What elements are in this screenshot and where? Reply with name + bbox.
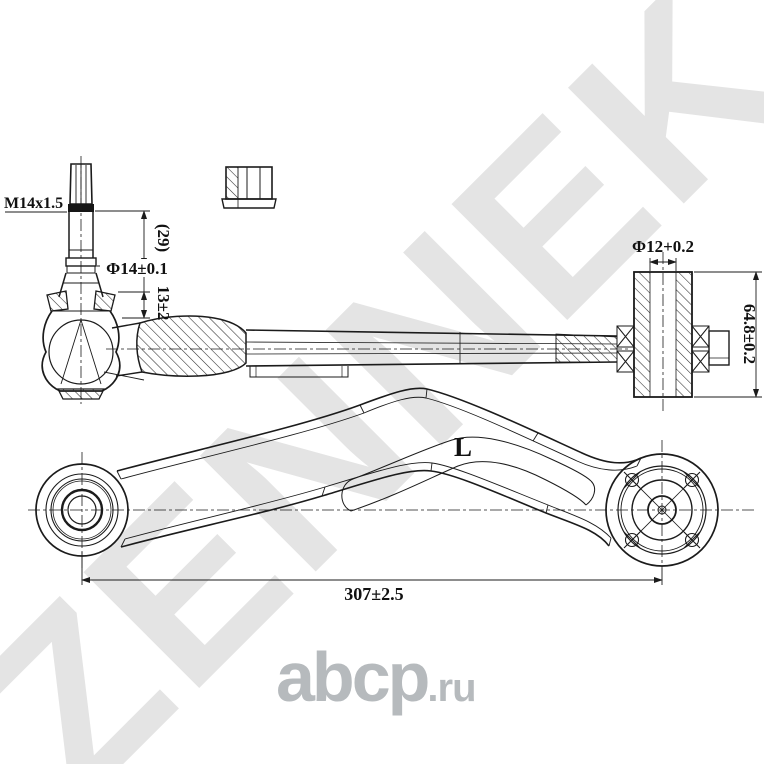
dim-bushing-width: 64.8±0.2 — [740, 304, 759, 364]
dim-taper-height: 13±2 — [154, 286, 173, 321]
abcp-logo: abcp.ru — [276, 638, 477, 716]
dim-bushing-bore: Φ12+0.2 — [632, 237, 694, 256]
arm-right-eye — [605, 440, 719, 568]
dim-arm-length: 307±2.5 — [344, 584, 403, 604]
rivet-circles — [623, 471, 701, 549]
abcp-logo-main: abcp — [276, 638, 430, 716]
arm-slot — [341, 436, 596, 512]
dim-stud-diameter: Φ14±0.1 — [106, 259, 168, 278]
abcp-logo-suffix: .ru — [427, 666, 476, 710]
ball-joint — [41, 156, 121, 404]
dim-stud-length: (29) — [154, 224, 173, 252]
side-view — [41, 156, 730, 412]
top-view — [28, 387, 756, 568]
dimensions — [5, 210, 762, 585]
bushing — [616, 252, 730, 412]
side-marking-label: L — [454, 432, 472, 462]
lock-nut — [221, 166, 277, 209]
bushing-shaft-stub — [708, 330, 730, 366]
arm-outline — [116, 387, 642, 548]
bushing-washers — [616, 325, 710, 373]
dim-thread-spec: M14x1.5 — [4, 195, 63, 212]
rod-body — [106, 315, 630, 378]
